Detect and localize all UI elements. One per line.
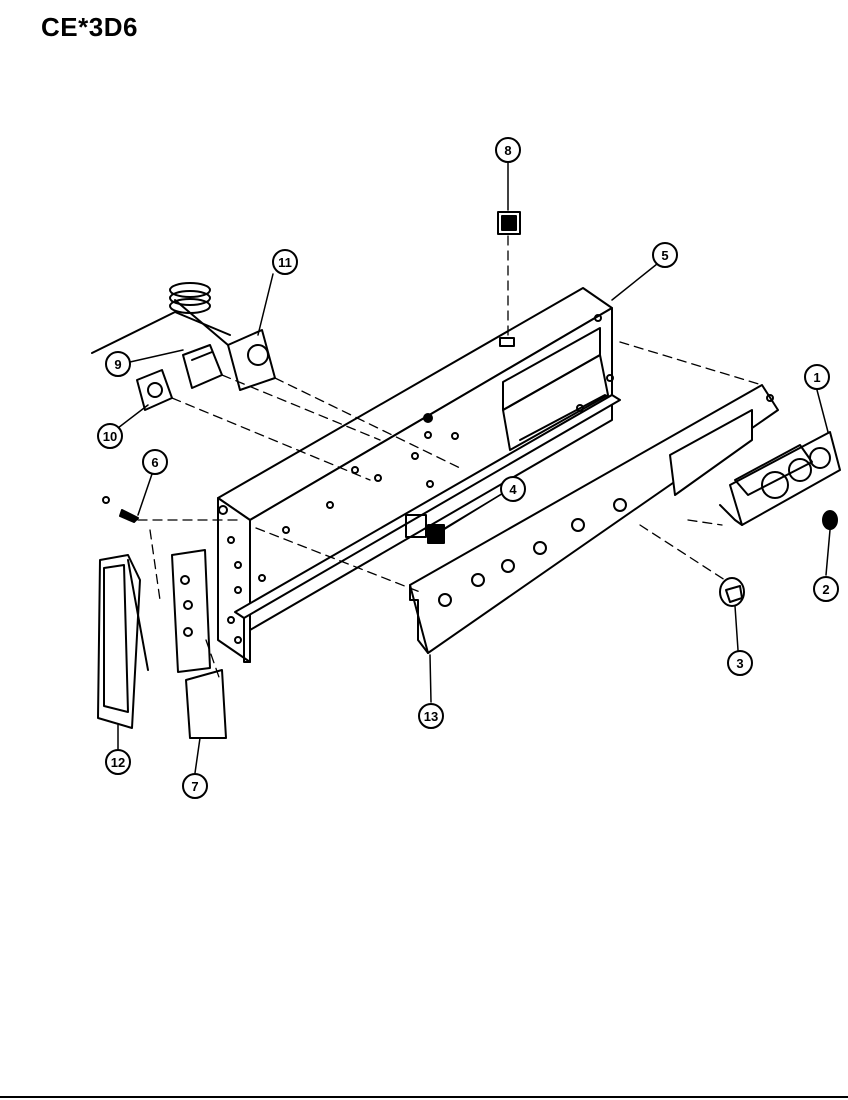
callout-label-5: 5 bbox=[661, 248, 668, 263]
callout-label-4: 4 bbox=[509, 482, 517, 497]
callout-c7: 7 bbox=[182, 773, 208, 799]
bottom-rule bbox=[0, 1096, 848, 1098]
callout-c4: 4 bbox=[500, 476, 526, 502]
callout-label-7: 7 bbox=[191, 779, 198, 794]
callout-c13: 13 bbox=[418, 703, 444, 729]
screw-6 bbox=[102, 496, 139, 523]
callout-c11: 11 bbox=[272, 249, 298, 275]
callout-label-8: 8 bbox=[504, 143, 511, 158]
switch-4 bbox=[427, 524, 445, 544]
front-panel-overlay bbox=[409, 384, 779, 654]
callout-leaders bbox=[117, 162, 831, 774]
switch-9 bbox=[182, 344, 223, 389]
assembly-lines bbox=[137, 235, 763, 681]
selector-switch-10 bbox=[136, 369, 173, 411]
callout-label-11: 11 bbox=[278, 255, 292, 270]
callout-c6: 6 bbox=[142, 449, 168, 475]
callout-c8: 8 bbox=[495, 137, 521, 163]
callout-label-6: 6 bbox=[151, 455, 158, 470]
model-title: CE*3D6 bbox=[41, 12, 138, 42]
callout-c9: 9 bbox=[105, 351, 131, 377]
callout-label-3: 3 bbox=[736, 656, 743, 671]
rocker-switch-8 bbox=[497, 211, 521, 235]
callout-label-1: 1 bbox=[813, 370, 820, 385]
callout-label-2: 2 bbox=[822, 582, 829, 597]
callout-label-12: 12 bbox=[111, 755, 125, 770]
knob-3 bbox=[719, 577, 745, 607]
knob-2 bbox=[822, 510, 838, 530]
bracket-7 bbox=[171, 549, 227, 739]
callout-c1: 1 bbox=[804, 364, 830, 390]
callout-label-13: 13 bbox=[424, 709, 438, 724]
callout-label-9: 9 bbox=[114, 357, 121, 372]
callout-label-10: 10 bbox=[103, 429, 117, 444]
callout-c2: 2 bbox=[813, 576, 839, 602]
control-panel-body bbox=[217, 287, 621, 663]
thermostat-11 bbox=[91, 282, 276, 391]
callout-c3: 3 bbox=[727, 650, 753, 676]
end-cap-12 bbox=[97, 554, 149, 729]
clock-bezel bbox=[719, 431, 841, 526]
callout-c12: 12 bbox=[105, 749, 131, 775]
callout-c10: 10 bbox=[97, 423, 123, 449]
callout-c5: 5 bbox=[652, 242, 678, 268]
